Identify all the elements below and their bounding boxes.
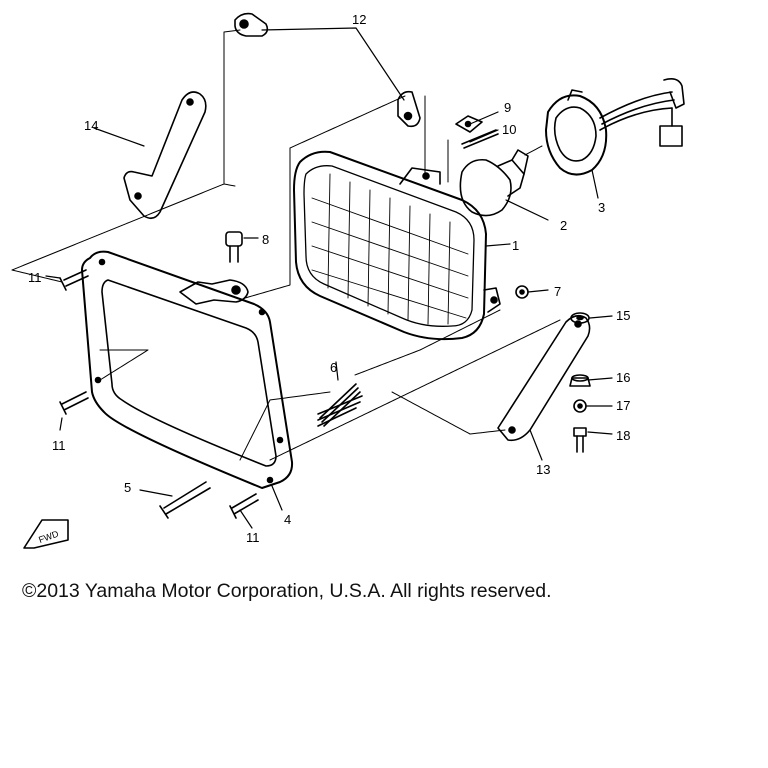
- bracket-left-14: [123, 91, 207, 220]
- clip-top-12: [234, 12, 269, 37]
- socket-housing-3: [545, 78, 685, 176]
- callout-3: 3: [598, 200, 605, 215]
- sealed-beam-unit-1: [293, 150, 501, 341]
- clip-mid-12: [397, 90, 421, 128]
- bulb-2: [459, 149, 529, 217]
- screw-11-a: [59, 269, 89, 291]
- screw-5: [159, 481, 211, 519]
- washer-15: [570, 312, 590, 324]
- screw-11-c: [229, 493, 259, 519]
- callout-6: 6: [330, 360, 337, 375]
- callout-labels: 1 2 3 4 5 6 7 8 9 10 11 11 11 12 13 14 1…: [28, 12, 630, 545]
- callout-11-a: 11: [28, 270, 42, 285]
- callout-12: 12: [352, 12, 366, 27]
- spring-6: [317, 383, 363, 427]
- copyright-notice: ©2013 Yamaha Motor Corporation, U.S.A. A…: [22, 580, 552, 602]
- assembly-guide-lines: [11, 29, 561, 461]
- wire-10: [461, 129, 499, 149]
- callout-18: 18: [616, 428, 630, 443]
- rim-mount-tab: [179, 279, 249, 305]
- headlight-rim-4: [81, 250, 294, 489]
- nut-16: [569, 374, 591, 387]
- nut-7: [515, 285, 529, 299]
- callout-11-b: 11: [52, 438, 66, 453]
- callout-13: 13: [536, 462, 550, 477]
- callout-9: 9: [504, 100, 511, 115]
- callout-11-c: 11: [246, 530, 260, 545]
- callout-8: 8: [262, 232, 269, 247]
- callout-1: 1: [512, 238, 519, 253]
- screw-8: [225, 231, 243, 263]
- leader-lines: [45, 27, 613, 529]
- fwd-arrow-icon: [23, 519, 69, 549]
- callout-14: 14: [84, 118, 98, 133]
- callout-7: 7: [554, 284, 561, 299]
- screw-11-b: [59, 391, 89, 415]
- callout-10: 10: [502, 122, 516, 137]
- callout-2: 2: [560, 218, 567, 233]
- bolt-18: [573, 427, 587, 453]
- washer-17: [573, 399, 587, 413]
- callout-15: 15: [616, 308, 630, 323]
- callout-17: 17: [616, 398, 630, 413]
- headlight-parts-diagram: 1 2 3 4 5 6 7 8 9 10 11 11 11 12 13 14 1…: [11, 12, 685, 549]
- callout-16: 16: [616, 370, 630, 385]
- callout-4: 4: [284, 512, 291, 527]
- clip-9: [455, 115, 483, 133]
- callout-5: 5: [124, 480, 131, 495]
